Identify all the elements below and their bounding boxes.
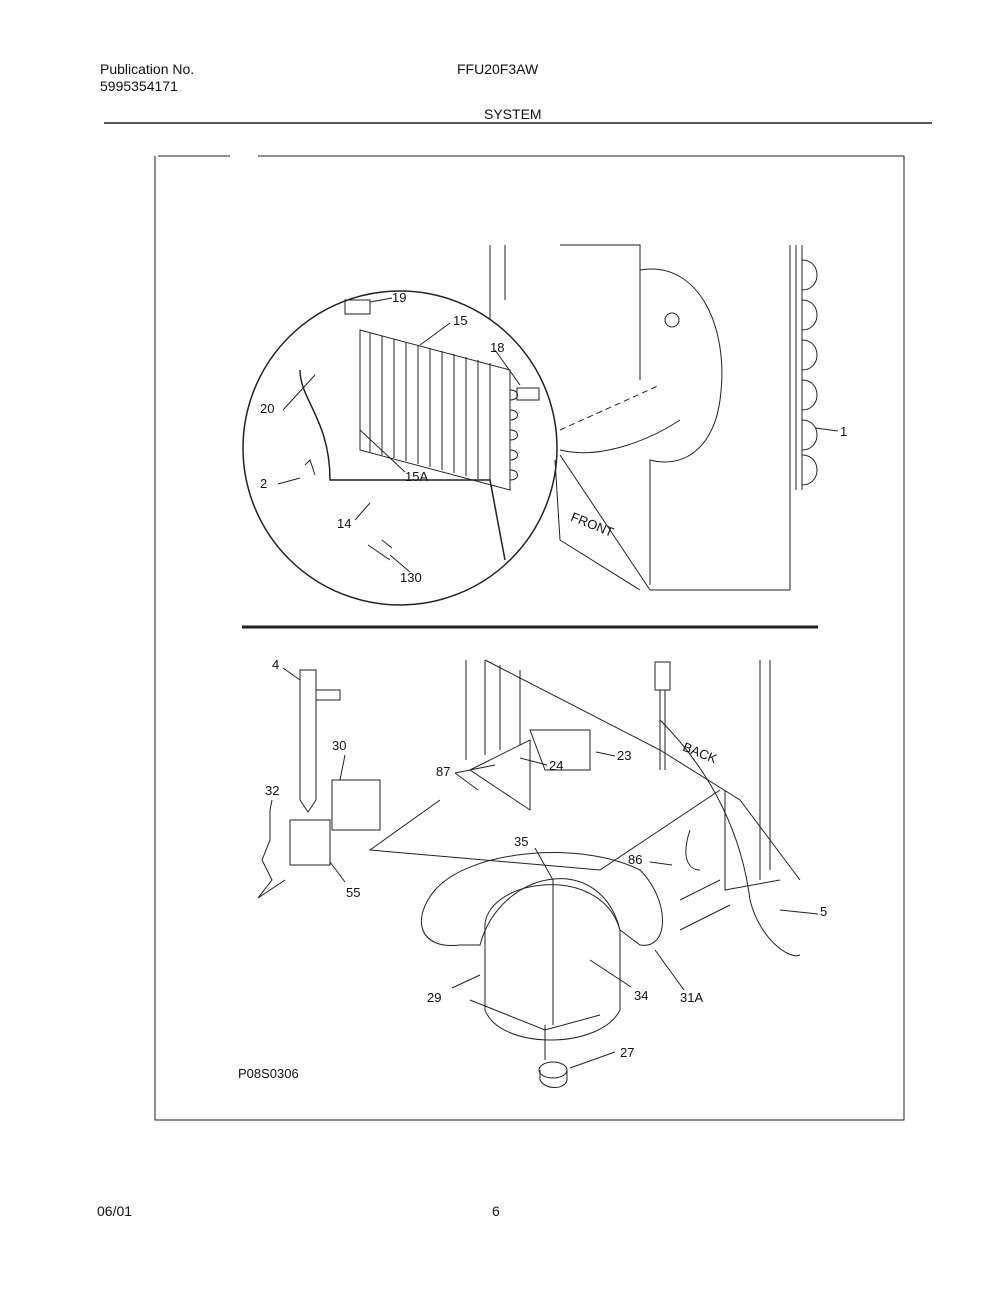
condenser-coil-illustration (789, 245, 839, 490)
evaporator-detail-circle (242, 290, 558, 606)
callout-31a: 31A (680, 990, 704, 1005)
callout-86: 86 (628, 852, 643, 867)
callout-32: 32 (265, 783, 280, 798)
callout-34: 34 (634, 988, 649, 1003)
callout-35: 35 (514, 834, 529, 849)
publication-label: Publication No. (100, 61, 195, 77)
power-cord-illustration (649, 661, 819, 957)
callout-29: 29 (427, 990, 442, 1005)
callout-19: 19 (392, 290, 407, 305)
callout-14: 14 (337, 516, 352, 531)
diagram-frame (154, 155, 905, 1121)
callout-4: 4 (272, 657, 280, 672)
timer-illustration (454, 729, 616, 811)
section-title: SYSTEM (484, 106, 542, 122)
callout-87: 87 (436, 764, 451, 779)
callout-130: 130 (400, 570, 422, 585)
callout-2: 2 (260, 476, 268, 491)
compressor-illustration (420, 847, 685, 1088)
publication-number: 5995354171 (100, 78, 178, 94)
callout-15: 15 (453, 313, 468, 328)
callout-15a: 15A (405, 469, 429, 484)
callout-30: 30 (332, 738, 347, 753)
drawing-code: P08S0306 (238, 1066, 299, 1081)
evaporator-illustration (277, 297, 540, 573)
model-number: FFU20F3AW (457, 61, 539, 77)
drier-illustration (282, 667, 341, 813)
callout-55: 55 (346, 885, 361, 900)
callout-5: 5 (820, 904, 828, 919)
callout-27: 27 (620, 1045, 635, 1060)
page-number: 6 (492, 1203, 500, 1219)
callout-1: 1 (840, 424, 848, 439)
callout-20: 20 (260, 401, 275, 416)
callout-18: 18 (490, 340, 505, 355)
lower-cabinet-illustration (368, 659, 801, 891)
callout-23: 23 (617, 748, 632, 763)
footer-date: 06/01 (97, 1203, 133, 1219)
callout-24: 24 (549, 758, 564, 773)
cabinet-illustration (489, 244, 791, 591)
relay-overload-illustration (257, 754, 381, 899)
